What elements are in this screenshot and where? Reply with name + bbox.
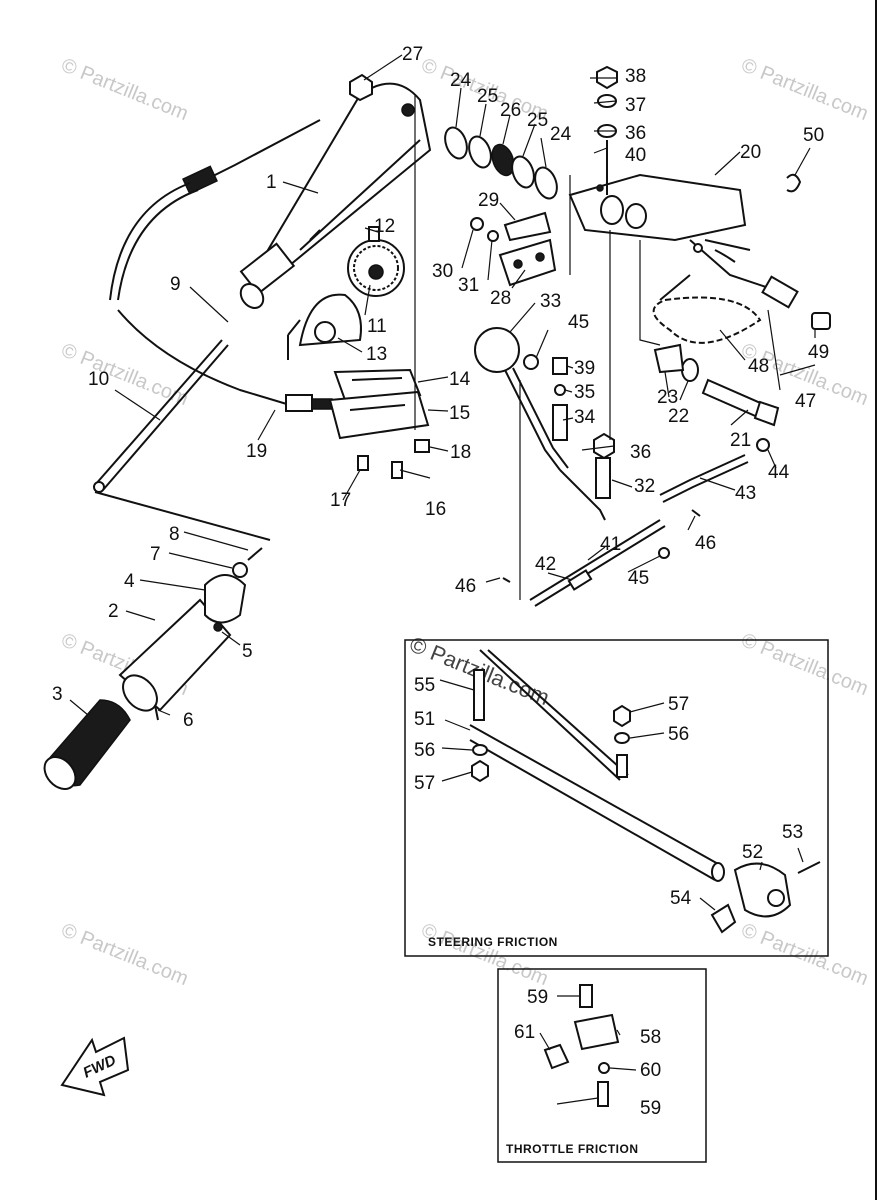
assembly-guide-lines (414, 95, 661, 600)
pivot-bolt-assembly (653, 343, 780, 427)
tiller-handle (239, 82, 432, 309)
fwd-arrow-icon (60, 1036, 130, 1097)
callout-19: 19 (246, 441, 267, 462)
callout-10: 10 (88, 369, 109, 390)
callout-6: 6 (183, 710, 194, 731)
shift-lever-assembly (474, 327, 615, 521)
throttle-cable (109, 119, 333, 412)
callout-45b: 45 (628, 568, 649, 589)
callout-2: 2 (108, 601, 119, 622)
callout-30: 30 (432, 261, 453, 282)
callout-1: 1 (266, 172, 277, 193)
callout-labels: 1 2 3 4 5 6 7 8 9 10 11 12 13 14 15 16 1… (52, 44, 829, 1119)
watermark: © Partzilla.com (58, 339, 191, 410)
callout-27: 27 (402, 44, 423, 65)
callout-34: 34 (574, 407, 596, 428)
throttle-friction-title: THROTTLE FRICTION (506, 1142, 638, 1156)
watermark: © Partzilla.com (738, 919, 871, 990)
steering-friction-box: STEERING FRICTION (404, 639, 829, 957)
callout-36a: 36 (625, 123, 646, 144)
callout-56a: 56 (414, 740, 435, 761)
callout-9: 9 (170, 274, 181, 295)
callout-41: 41 (600, 534, 621, 555)
throttle-grip-assembly (43, 491, 271, 790)
callout-57a: 57 (414, 773, 435, 794)
callout-56b: 56 (668, 724, 689, 745)
callout-3: 3 (52, 684, 63, 705)
callout-20: 20 (740, 142, 761, 163)
callout-7: 7 (150, 544, 161, 565)
callout-48: 48 (748, 356, 769, 377)
callout-29: 29 (478, 190, 499, 211)
callout-57b: 57 (668, 694, 689, 715)
callout-5: 5 (242, 641, 253, 662)
callout-46b: 46 (695, 533, 716, 554)
callout-8: 8 (169, 524, 180, 545)
callout-24a: 24 (450, 70, 472, 91)
callout-46a: 46 (455, 576, 476, 597)
watermark: © Partzilla.com (418, 919, 551, 990)
callout-45a: 45 (568, 312, 589, 333)
callout-23: 23 (657, 387, 678, 408)
stop-switch-bracket (470, 211, 557, 287)
callout-61: 61 (514, 1022, 535, 1043)
callout-40: 40 (625, 145, 646, 166)
callout-31: 31 (458, 275, 479, 296)
callout-50: 50 (803, 125, 824, 146)
link-rods (502, 438, 770, 607)
callout-54: 54 (670, 888, 692, 909)
callout-38: 38 (625, 66, 646, 87)
fwd-direction-arrow: FWD (60, 1036, 130, 1097)
callout-44: 44 (768, 462, 790, 483)
callout-32: 32 (634, 476, 655, 497)
callout-36b: 36 (630, 442, 651, 463)
callout-47: 47 (795, 391, 816, 412)
callout-21: 21 (730, 430, 751, 451)
callout-12: 12 (374, 216, 395, 237)
callout-59b: 59 (640, 1098, 661, 1119)
callout-25b: 25 (527, 110, 548, 131)
callout-4: 4 (124, 571, 135, 592)
callout-25a: 25 (477, 86, 498, 107)
callout-49: 49 (808, 342, 829, 363)
callout-60: 60 (640, 1060, 661, 1081)
callout-22: 22 (668, 406, 689, 427)
callout-11: 11 (367, 316, 387, 337)
callout-26: 26 (500, 100, 521, 121)
callout-28: 28 (490, 288, 511, 309)
shift-rod (93, 339, 229, 493)
friction-gear-plates (287, 226, 430, 479)
watermark: © Partzilla.com (58, 919, 191, 990)
callout-18: 18 (450, 442, 471, 463)
callout-52: 52 (742, 842, 763, 863)
callout-55: 55 (414, 675, 435, 696)
callout-13: 13 (366, 344, 387, 365)
throttle-friction-box: THROTTLE FRICTION (497, 968, 707, 1163)
steering-friction-title: STEERING FRICTION (428, 935, 558, 949)
callout-24b: 24 (550, 124, 572, 145)
callout-39: 39 (574, 358, 595, 379)
callout-53: 53 (782, 822, 803, 843)
watermark: © Partzilla.com (58, 54, 191, 125)
callout-37: 37 (625, 95, 646, 116)
callout-43: 43 (735, 483, 756, 504)
callout-14: 14 (449, 369, 471, 390)
washer-stack (349, 73, 558, 200)
callout-leaders (69, 54, 816, 1105)
callout-51: 51 (414, 709, 435, 730)
stop-switch-assembly (568, 173, 831, 344)
callout-35: 35 (574, 382, 595, 403)
callout-42: 42 (535, 554, 556, 575)
callout-15: 15 (449, 403, 470, 424)
callout-17: 17 (330, 490, 351, 511)
watermark: © Partzilla.com (738, 54, 871, 125)
callout-16: 16 (425, 499, 446, 520)
callout-59a: 59 (527, 987, 548, 1008)
callout-33: 33 (540, 291, 561, 312)
callout-58: 58 (640, 1027, 661, 1048)
